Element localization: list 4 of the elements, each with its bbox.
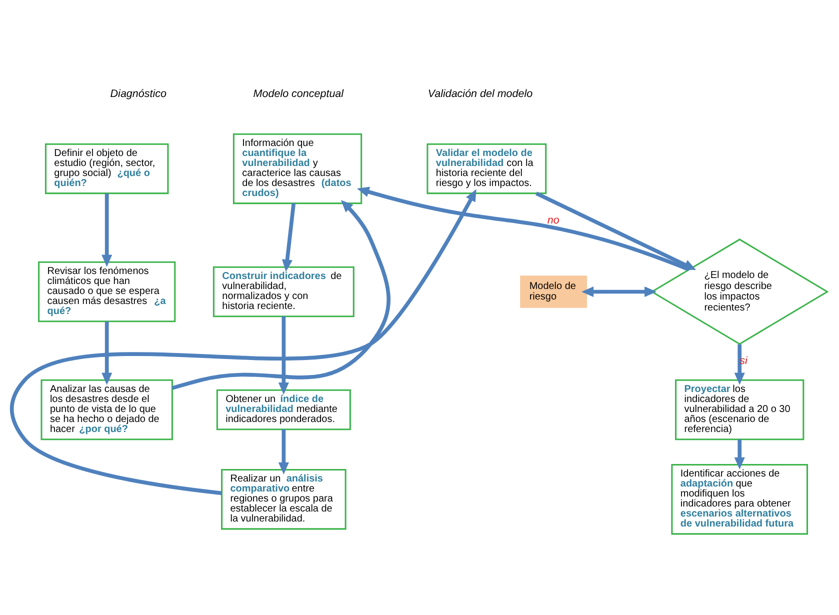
- label: Modelo conceptual: [253, 88, 344, 100]
- label: Diagnóstico: [110, 88, 166, 100]
- label: Validación del modelo: [428, 88, 533, 100]
- edge-label: no: [547, 214, 560, 226]
